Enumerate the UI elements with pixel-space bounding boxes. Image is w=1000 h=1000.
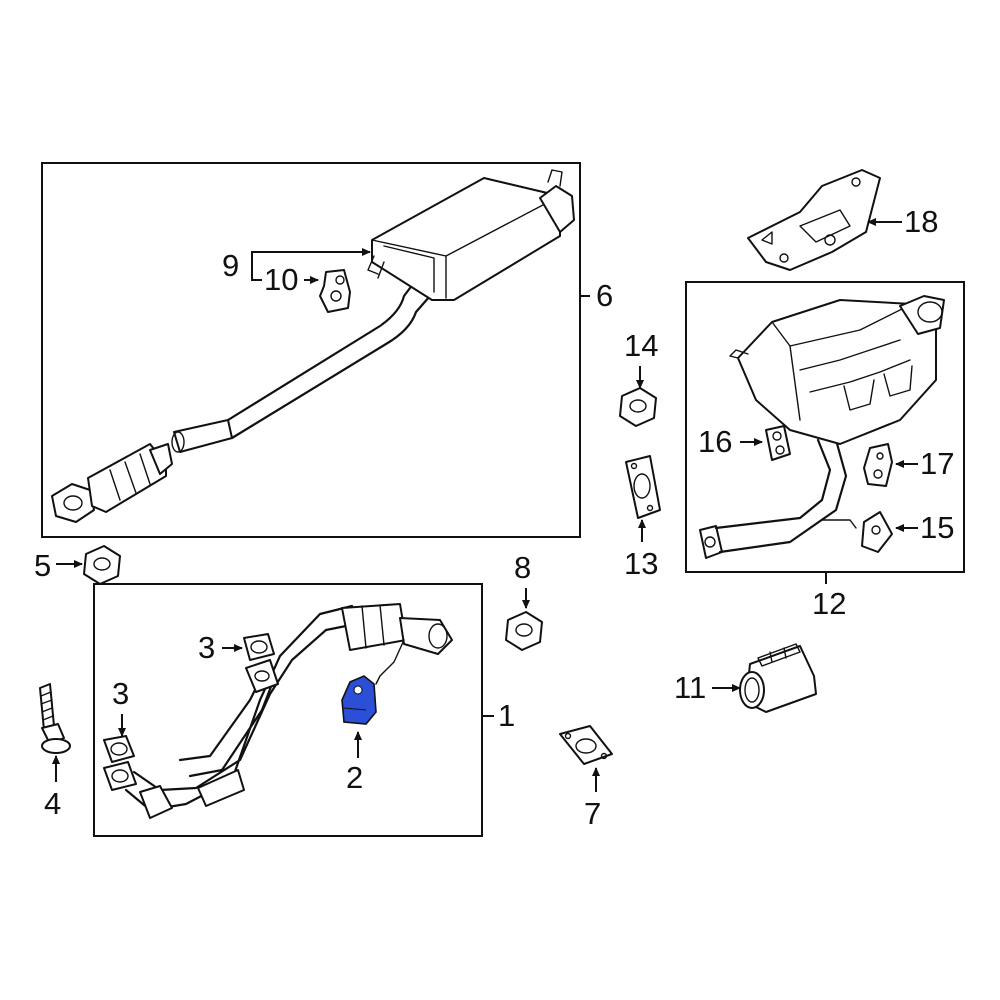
- callout-13: 13: [624, 546, 658, 581]
- callout-3-upper: 3: [198, 630, 215, 665]
- part-3-gasket-upper[interactable]: [243, 633, 275, 661]
- group-box-6: [41, 162, 581, 538]
- callout-8: 8: [514, 550, 531, 585]
- callout-11: 11: [674, 670, 706, 705]
- callout-16: 16: [698, 424, 732, 459]
- callout-1: 1: [498, 698, 515, 733]
- part-5-nut[interactable]: [83, 545, 121, 585]
- callout-15: 15: [920, 510, 954, 545]
- part-12-muffler-assembly[interactable]: [699, 295, 945, 559]
- callout-4: 4: [44, 786, 61, 821]
- part-8-nut[interactable]: [505, 611, 543, 651]
- part-10-hanger-bracket[interactable]: [319, 269, 351, 313]
- callout-6: 6: [596, 278, 613, 313]
- part-18-heat-shield[interactable]: [747, 169, 881, 271]
- group-box-1: [93, 583, 483, 837]
- callout-18: 18: [904, 204, 938, 239]
- callout-7: 7: [584, 796, 601, 831]
- callout-3-lower: 3: [112, 676, 129, 711]
- part-16-rubber-hanger[interactable]: [765, 425, 791, 461]
- callout-5: 5: [34, 548, 51, 583]
- part-15-rubber-hanger[interactable]: [861, 511, 893, 553]
- callout-9: 9: [222, 248, 239, 283]
- callout-2: 2: [346, 760, 363, 795]
- callout-10: 10: [264, 262, 298, 297]
- part-17-hanger-bracket[interactable]: [863, 443, 893, 487]
- part-11-pipe-clamp[interactable]: [739, 643, 817, 713]
- part-4-stud-bolt[interactable]: [39, 683, 71, 754]
- callout-12: 12: [812, 586, 846, 621]
- callout-14: 14: [624, 328, 658, 363]
- part-7-gasket[interactable]: [559, 725, 613, 765]
- part-1-front-pipe[interactable]: [103, 603, 453, 819]
- callout-17: 17: [920, 446, 954, 481]
- part-13-gasket[interactable]: [625, 455, 661, 519]
- part-14-nut[interactable]: [619, 387, 657, 427]
- part-2-hanger-highlighted[interactable]: [341, 675, 377, 725]
- part-6-resonator-assembly[interactable]: [51, 169, 575, 523]
